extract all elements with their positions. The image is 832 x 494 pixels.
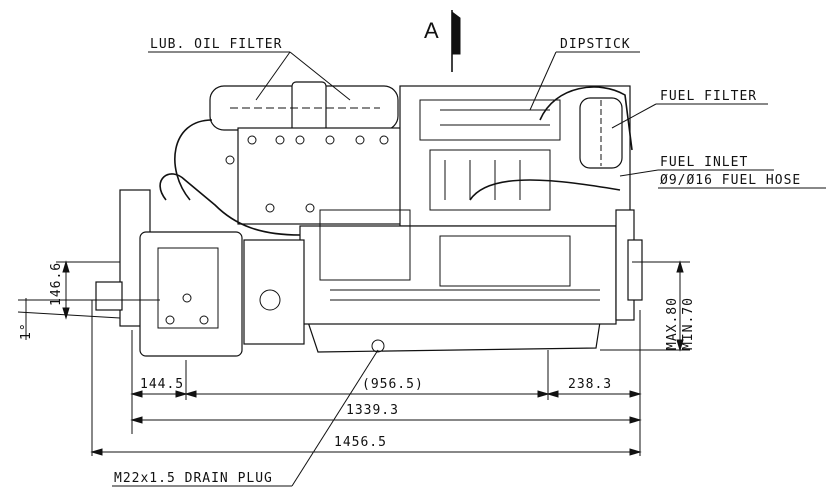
fuel-inlet-label: FUEL INLET (660, 155, 748, 170)
dim-max-80: MAX.80 (665, 297, 680, 350)
drain-plug-label: M22x1.5 DRAIN PLUG (114, 471, 273, 486)
lub-oil-filter-label: LUB. OIL FILTER (150, 37, 282, 52)
dim-1456-5: 1456.5 (334, 435, 387, 450)
callout-leaders (112, 51, 826, 487)
dim-238-3: 238.3 (568, 377, 612, 392)
view-marker-arrow: A (424, 10, 461, 72)
engine-body (18, 81, 643, 357)
dim-956-5: (956.5) (362, 377, 424, 392)
dipstick-label: DIPSTICK (560, 37, 631, 52)
dim-1339-3: 1339.3 (346, 403, 399, 418)
fuel-hose-label: Ø9/Ø16 FUEL HOSE (660, 173, 801, 188)
view-marker-label: A (424, 18, 439, 43)
drain-plug-mark (371, 339, 385, 353)
marine-gear (139, 231, 243, 357)
dim-146-6: 146.6 (49, 262, 64, 306)
dimension-lines (17, 260, 690, 456)
dim-min-70: MIN.70 (681, 297, 696, 350)
dim-144-5: 144.5 (140, 377, 184, 392)
dim-angle: 1° (19, 322, 34, 340)
oil-pan (307, 321, 601, 353)
fuel-filter-label: FUEL FILTER (660, 89, 757, 104)
